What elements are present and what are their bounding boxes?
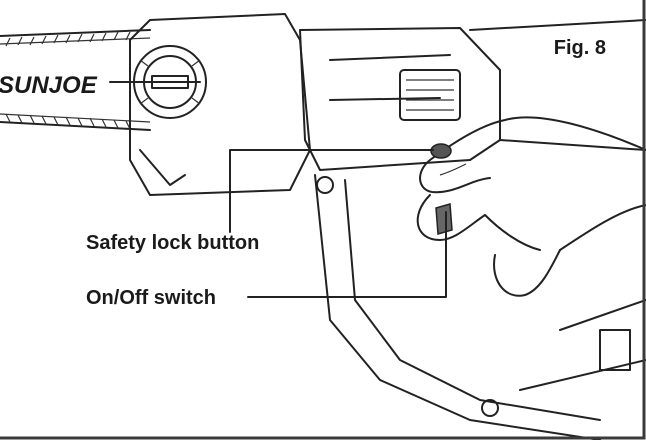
- on-off-switch: [435, 203, 453, 235]
- tension-knob: [133, 45, 207, 119]
- handle-guard: [314, 174, 646, 440]
- motor-housing: [299, 19, 646, 171]
- safety-lock-callout: Safety lock button: [86, 232, 260, 254]
- figure-label: Fig. 8: [553, 37, 606, 59]
- chain-cover: [129, 13, 311, 196]
- callout-lines: [229, 149, 447, 298]
- saw-bar: [0, 29, 201, 131]
- safety-lock-button: [430, 143, 452, 159]
- hand: [416, 116, 646, 297]
- brand-logo: SUNJOE: [0, 72, 98, 99]
- on-off-switch-callout: On/Off switch: [86, 287, 216, 309]
